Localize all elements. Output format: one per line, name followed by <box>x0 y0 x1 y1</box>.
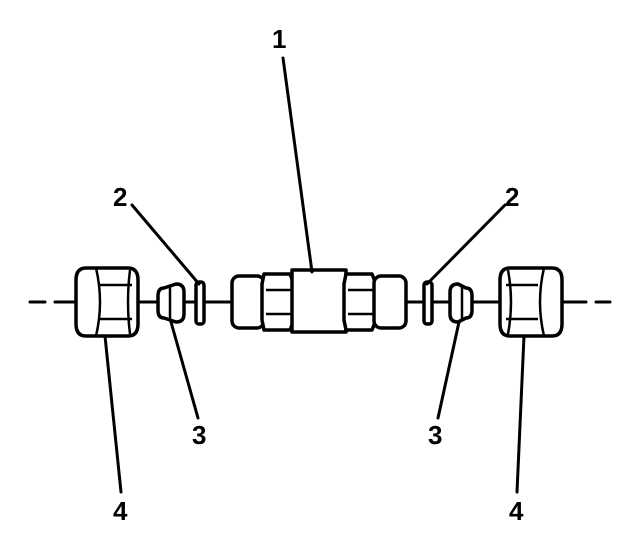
leader-lines <box>103 56 526 494</box>
callout-3-right: 3 <box>428 420 442 450</box>
callout-4-left: 4 <box>113 496 128 526</box>
right-washer <box>422 280 434 326</box>
callout-2-right: 2 <box>505 182 519 212</box>
callout-2-left: 2 <box>113 182 127 212</box>
right-flare-nut <box>498 266 564 338</box>
left-flare-nut <box>74 266 140 338</box>
left-washer <box>194 280 206 326</box>
right-sleeve <box>448 282 474 324</box>
left-sleeve <box>156 282 186 324</box>
callout-3-left: 3 <box>192 420 206 450</box>
callout-4-right: 4 <box>509 496 524 526</box>
callout-1: 1 <box>272 24 286 54</box>
union-fitting <box>230 268 408 334</box>
